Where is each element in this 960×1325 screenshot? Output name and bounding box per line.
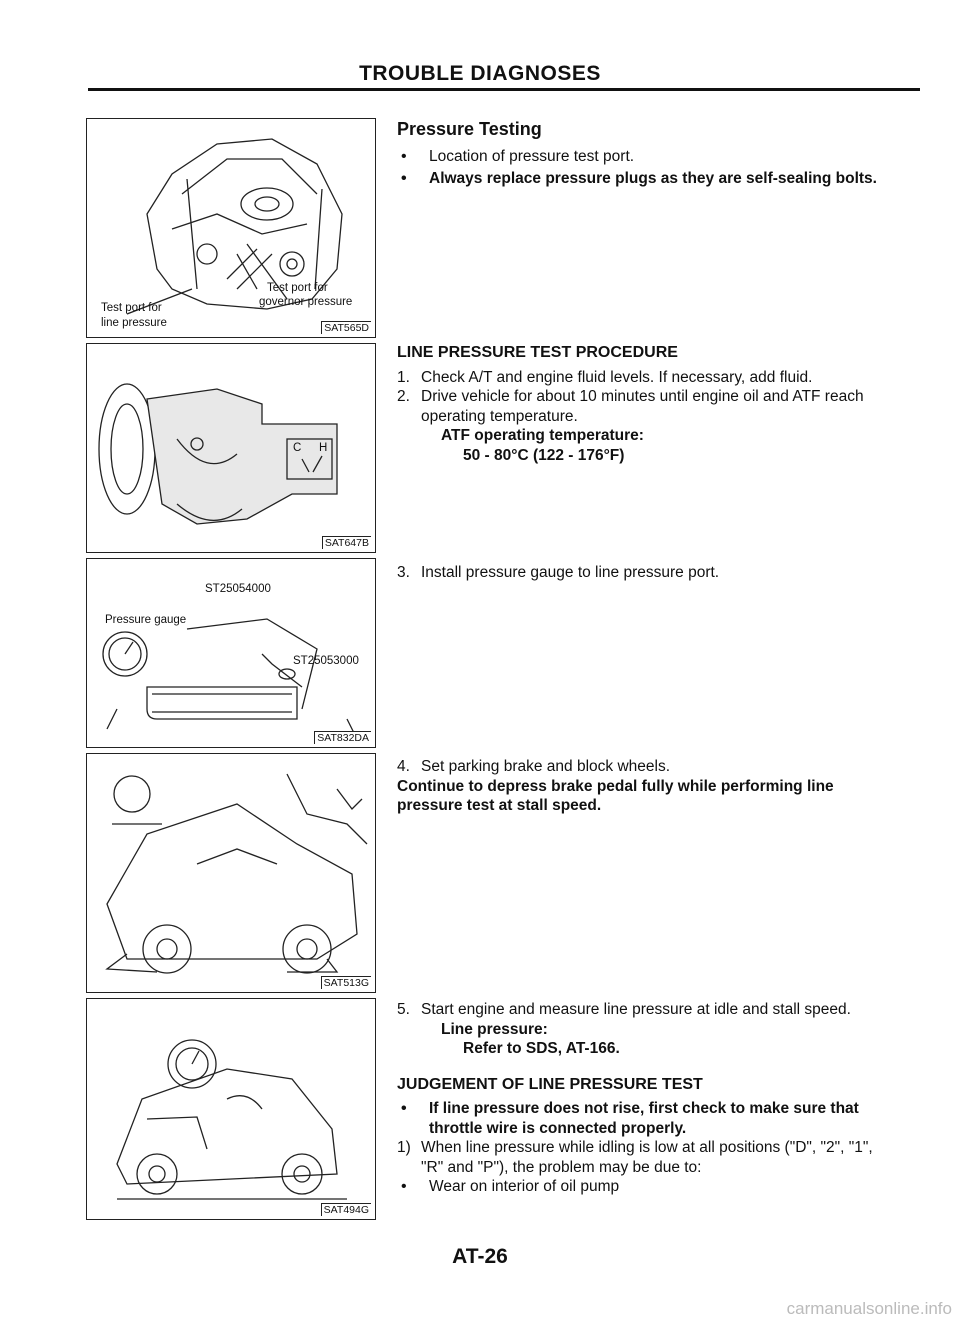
figure-test-ports: Test port for governor pressure Test por… xyxy=(86,118,376,338)
step-number: 4. xyxy=(397,758,410,775)
spec-value: Refer to SDS, AT-166. xyxy=(463,1040,620,1057)
judgement-title: JUDGEMENT OF LINE PRESSURE TEST xyxy=(397,1075,703,1093)
pressure-testing-section: Pressure Testing Location of pressure te… xyxy=(397,119,897,189)
step-text: Install pressure gauge to line pressure … xyxy=(421,564,720,581)
vehicle-parking-brake-illustration xyxy=(105,773,368,974)
line-pressure-procedure: LINE PRESSURE TEST PROCEDURE 1. Check A/… xyxy=(397,343,897,465)
step-3-block: 3. Install pressure gauge to line pressu… xyxy=(397,563,897,583)
step-text: Set parking brake and block wheels. xyxy=(421,758,671,775)
bullet-oil-pump-wear: Wear on interior of oil pump xyxy=(397,1177,897,1197)
item-number: 1) xyxy=(397,1139,411,1156)
step-number: 3. xyxy=(397,564,410,581)
step-number: 5. xyxy=(397,1001,410,1018)
step-5-block: 5. Start engine and measure line pressur… xyxy=(397,1000,897,1197)
figure-code: SAT565D xyxy=(321,321,371,334)
step-number: 1. xyxy=(397,368,410,386)
page-header: TROUBLE DIAGNOSES xyxy=(359,62,601,85)
item-text: When line pressure while idling is low a… xyxy=(421,1139,873,1176)
judgement-item-1: 1) When line pressure while idling is lo… xyxy=(397,1138,897,1177)
figure-install-gauge: ST25054000 Pressure gauge ST25053000 SAT… xyxy=(86,558,376,748)
step-text: Start engine and measure line pressure a… xyxy=(421,1001,851,1018)
bullet-throttle-wire: If line pressure does not rise, first ch… xyxy=(397,1099,897,1138)
figure-code: SAT513G xyxy=(320,976,371,989)
watermark: carmanualsonline.info xyxy=(786,1299,952,1318)
step-4-block: 4. Set parking brake and block wheels. C… xyxy=(397,757,897,816)
spec-value: 50 - 80°C (122 - 176°F) xyxy=(463,446,625,464)
step-4: 4. Set parking brake and block wheels. xyxy=(397,757,897,777)
figure-fluid-temp: C H SAT647B xyxy=(86,343,376,553)
bullet-replace-plugs: Always replace pressure plugs as they ar… xyxy=(397,169,897,189)
figure-code: SAT494G xyxy=(320,1203,371,1216)
step-3: 3. Install pressure gauge to line pressu… xyxy=(397,563,897,583)
gauge-hot-label: H xyxy=(319,442,328,454)
label-governor-port-2: governor pressure xyxy=(259,296,353,308)
step-5: 5. Start engine and measure line pressur… xyxy=(397,1000,897,1020)
label-line-port-2: line pressure xyxy=(101,317,167,329)
bullet-location: Location of pressure test port. xyxy=(397,147,897,167)
step-1: 1. Check A/T and engine fluid levels. If… xyxy=(397,368,897,388)
temperature-gauge-illustration xyxy=(98,383,338,525)
spec-label: ATF operating temperature: xyxy=(441,427,644,444)
header-rule xyxy=(88,88,920,91)
step-text: Drive vehicle for about 10 minutes until… xyxy=(421,388,864,425)
figure-parking-brake: SAT513G xyxy=(86,753,376,993)
figure-code: SAT647B xyxy=(321,536,371,549)
spec-label: Line pressure: xyxy=(441,1020,548,1038)
pressure-gauge-label: Pressure gauge xyxy=(105,614,187,626)
gauge-cold-label: C xyxy=(293,442,302,454)
step-text: Check A/T and engine fluid levels. If ne… xyxy=(421,368,813,386)
section-title: Pressure Testing xyxy=(397,119,542,139)
tool-st25054000-label: ST25054000 xyxy=(205,583,271,595)
label-line-port-1: Test port for xyxy=(101,302,162,314)
step-4-note: Continue to depress brake pedal fully wh… xyxy=(397,777,834,815)
page-number: AT-26 xyxy=(452,1245,508,1268)
section-title: LINE PRESSURE TEST PROCEDURE xyxy=(397,344,678,361)
step-number: 2. xyxy=(397,388,410,405)
vehicle-pressure-measure-illustration xyxy=(116,1039,347,1200)
label-governor-port-1: Test port for xyxy=(267,282,328,294)
figure-measure-pressure: SAT494G xyxy=(86,998,376,1220)
step-2: 2. Drive vehicle for about 10 minutes un… xyxy=(397,387,897,426)
tool-st25053000-label: ST25053000 xyxy=(293,655,359,667)
transaxle-illustration xyxy=(126,138,343,315)
figure-code: SAT832DA xyxy=(314,731,371,744)
